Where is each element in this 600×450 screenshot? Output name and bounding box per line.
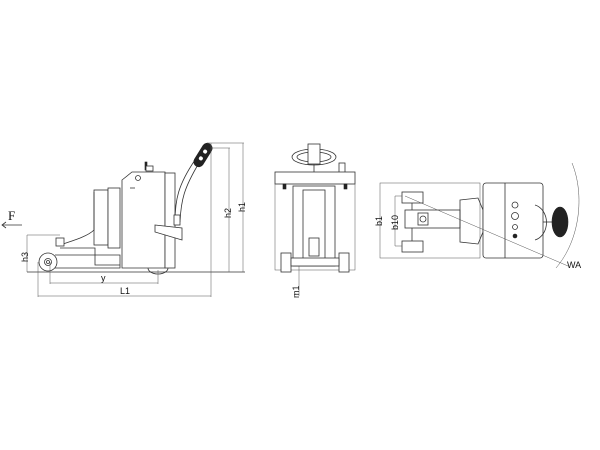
wa-dimension: WA — [404, 162, 581, 270]
b10-label: b10 — [390, 215, 400, 230]
h2-label: h2 — [223, 208, 233, 218]
y-dimension: y — [49, 262, 159, 284]
b10-dimension: b10 — [390, 195, 402, 247]
right-wheel — [338, 252, 350, 273]
h3-label: h3 — [20, 252, 30, 262]
h3-dimension: h3 — [20, 234, 60, 272]
b1-dimension: b1 — [374, 216, 384, 226]
L1-dimension: L1 — [37, 143, 212, 297]
h1-dimension: h1 — [207, 142, 247, 272]
top-view: b1 b10 WA — [374, 162, 581, 270]
front-view: m1 — [274, 143, 356, 298]
m1-label: m1 — [291, 285, 301, 298]
main-body — [121, 171, 166, 269]
load-wheel — [401, 191, 424, 204]
h1-label: h1 — [237, 202, 247, 212]
front-wheel — [38, 252, 58, 272]
force-label: F — [8, 208, 15, 223]
force-arrow-icon — [1, 221, 22, 229]
L1-label: L1 — [120, 286, 130, 296]
h2-dimension: h2 — [211, 147, 233, 272]
steering-wheel-icon — [291, 143, 337, 172]
b1-label: b1 — [374, 216, 384, 226]
m1-dimension: m1 — [291, 266, 301, 298]
body-top — [482, 182, 544, 259]
load-wheel — [401, 240, 424, 253]
footprint-outline — [379, 182, 481, 259]
WA-label: WA — [567, 260, 581, 270]
battery-block — [93, 189, 109, 246]
side-view: F h3 — [1, 142, 247, 297]
y-label: y — [101, 273, 106, 283]
left-wheel — [280, 252, 292, 273]
tiller-handle — [193, 142, 213, 168]
top-plate — [274, 171, 356, 185]
steering-wheel-icon — [551, 206, 569, 238]
